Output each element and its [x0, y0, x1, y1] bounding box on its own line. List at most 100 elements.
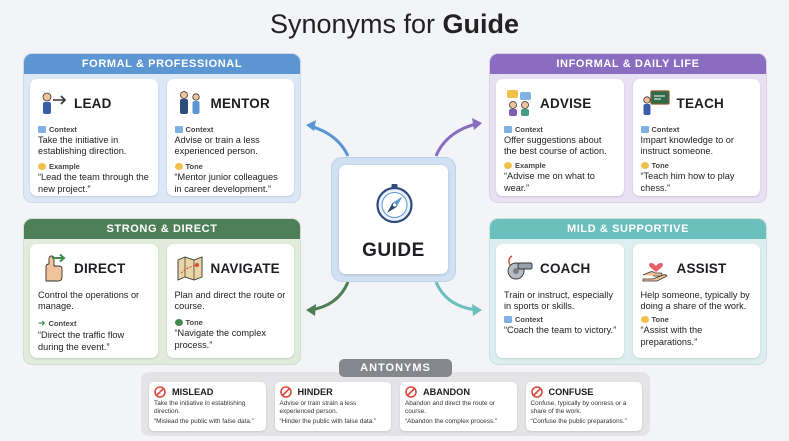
- center-word: GUIDE: [362, 240, 425, 261]
- antonym-definition: Take the initiative in establishing dire…: [154, 400, 246, 415]
- antonym-example: “Abandon the complex process.”: [405, 418, 498, 426]
- two-people-icon: [175, 88, 205, 118]
- card-definition: Control the operations or manage.: [38, 290, 140, 312]
- group-header: INFORMAL & DAILY LIFE: [490, 54, 766, 74]
- antonym-example: “Hinder the public with false data.”: [279, 418, 377, 426]
- card-definition: Impart knowledge to or instruct someone.: [640, 135, 734, 157]
- antonym-word: MISLEAD: [172, 386, 214, 397]
- card-label: Context: [651, 125, 680, 134]
- antonym-card-confuse[interactable]: CONFUSE Confuse, typically by oonress or…: [525, 382, 642, 431]
- prohibited-icon: [279, 385, 292, 398]
- prohibited-icon: [154, 385, 166, 398]
- page-title: Synonyms for Guide: [0, 9, 789, 40]
- arrow-to-informal: [434, 118, 482, 157]
- book-icon: [38, 126, 46, 133]
- antonym-definition: Abandon and direct the route or course.: [405, 400, 495, 415]
- card-word: MENTOR: [210, 95, 270, 111]
- helping-hands-icon: [641, 253, 671, 283]
- card-definition: Help someone, typically by doing a share…: [640, 290, 750, 312]
- card-definition: Train or instruct, especially in sports …: [504, 290, 613, 312]
- antonym-example: “Confuse the public preparations.”: [530, 418, 627, 426]
- synonym-card-direct[interactable]: DIRECT Control the operations or manage.…: [30, 244, 158, 358]
- card-label: Context: [515, 315, 543, 325]
- card-label: Context: [49, 125, 77, 134]
- antonym-card-mislead[interactable]: MISLEAD Take the initiative in establish…: [149, 382, 266, 431]
- card-label: Tone: [651, 315, 669, 325]
- book-icon: [504, 126, 512, 133]
- arrow-to-mild: [434, 281, 482, 316]
- card-word: TEACH: [676, 95, 724, 111]
- antonym-word: HINDER: [297, 386, 333, 397]
- book-icon: [640, 126, 649, 133]
- title-prefix: Synonyms for: [269, 9, 443, 39]
- card-example: “Mentor junior colleagues in career deve…: [174, 172, 278, 194]
- card-definition: Advise or train a less experienced perso…: [174, 135, 260, 157]
- arrow-right-icon: ➜: [38, 318, 46, 329]
- card-word: LEAD: [74, 95, 112, 111]
- card-label: Context: [515, 125, 543, 134]
- group-mild-supportive: MILD & SUPPORTIVE COACH Train or instruc…: [489, 218, 767, 365]
- antonym-word: ABANDON: [423, 386, 470, 397]
- compass-icon: [376, 184, 413, 224]
- presenter-arrow-icon: [38, 88, 68, 118]
- title-word: Guide: [442, 9, 520, 39]
- speech-bubble-icon: [640, 316, 649, 324]
- group-informal-daily-life: INFORMAL & DAILY LIFE ADVISE Context Off…: [489, 53, 767, 203]
- card-label: Context: [48, 319, 77, 329]
- whistle-icon: [504, 253, 534, 283]
- synonym-card-mentor[interactable]: MENTOR Context Advise or train a less ex…: [166, 79, 294, 196]
- card-word: NAVIGATE: [210, 260, 280, 276]
- synonym-card-navigate[interactable]: NAVIGATE Plan and direct the route or co…: [166, 244, 294, 358]
- card-example: “Assist with the preparations.”: [640, 325, 703, 347]
- group-header: MILD & SUPPORTIVE: [490, 219, 766, 239]
- card-word: ASSIST: [676, 260, 727, 276]
- card-label: Example: [515, 161, 546, 171]
- pointing-hand-icon: [38, 253, 68, 283]
- antonym-word: CONFUSE: [548, 386, 594, 397]
- card-word: COACH: [540, 260, 591, 276]
- map-icon: [175, 253, 205, 283]
- card-example: “Teach him how to play chess.”: [640, 171, 735, 193]
- card-example: “Direct the traffic flow during the even…: [38, 330, 125, 352]
- card-label: Tone: [185, 162, 203, 172]
- synonym-card-lead[interactable]: LEAD Context Take the initiative in esta…: [30, 79, 158, 196]
- chat-people-icon: [504, 88, 534, 118]
- antonym-card-abandon[interactable]: ABANDON Abandon and direct the route or …: [400, 382, 517, 431]
- card-word: ADVISE: [540, 95, 592, 111]
- synonym-card-teach[interactable]: TEACH Context Impart knowledge to or ins…: [632, 79, 760, 196]
- group-formal-professional: FORMAL & PROFESSIONAL LEAD Context Take …: [23, 53, 301, 203]
- speech-bubble-icon: [174, 319, 183, 327]
- synonym-card-advise[interactable]: ADVISE Context Offer suggestions about t…: [496, 79, 624, 196]
- group-header: FORMAL & PROFESSIONAL: [24, 54, 300, 74]
- speech-bubble-icon: [640, 162, 649, 170]
- antonyms-group: MISLEAD Take the initiative in establish…: [141, 372, 650, 436]
- card-label: Context: [185, 125, 214, 134]
- card-label: Example: [49, 162, 80, 172]
- book-icon: [504, 316, 512, 324]
- book-icon: [174, 126, 183, 133]
- group-header: STRONG & DIRECT: [24, 219, 300, 239]
- speech-bubble-icon: [38, 163, 46, 171]
- synonym-card-coach[interactable]: COACH Train or instruct, especially in s…: [496, 244, 624, 358]
- antonym-card-hinder[interactable]: HINDER Advise or train strain a less exp…: [274, 382, 391, 431]
- card-definition: Plan and direct the route or course.: [174, 290, 286, 312]
- prohibited-icon: [405, 385, 417, 398]
- card-example: “Advise me on what to wear.”: [504, 171, 595, 193]
- group-strong-direct: STRONG & DIRECT DIRECT Control the opera…: [23, 218, 301, 365]
- antonyms-header: ANTONYMS: [339, 359, 452, 377]
- card-definition: Take the initiative in establishing dire…: [38, 135, 127, 157]
- speech-bubble-icon: [504, 162, 512, 170]
- card-example: “Navigate the complex process.”: [174, 328, 266, 350]
- teacher-board-icon: [641, 88, 671, 118]
- antonym-definition: Confuse, typically by oonress or a share…: [530, 400, 627, 415]
- synonym-card-assist[interactable]: ASSIST Help someone, typically by doing …: [632, 244, 760, 358]
- card-definition: Offer suggestions about the best course …: [504, 135, 607, 157]
- arrow-to-strong: [306, 281, 350, 316]
- antonym-definition: Advise or train strain a less experience…: [279, 400, 357, 415]
- speech-bubble-icon: [174, 163, 183, 171]
- center-word-box: GUIDE: [331, 157, 456, 282]
- card-word: DIRECT: [74, 260, 126, 276]
- prohibited-icon: [530, 385, 543, 398]
- card-label: Tone: [651, 161, 669, 171]
- card-example: “Coach the team to victory.”: [504, 325, 617, 336]
